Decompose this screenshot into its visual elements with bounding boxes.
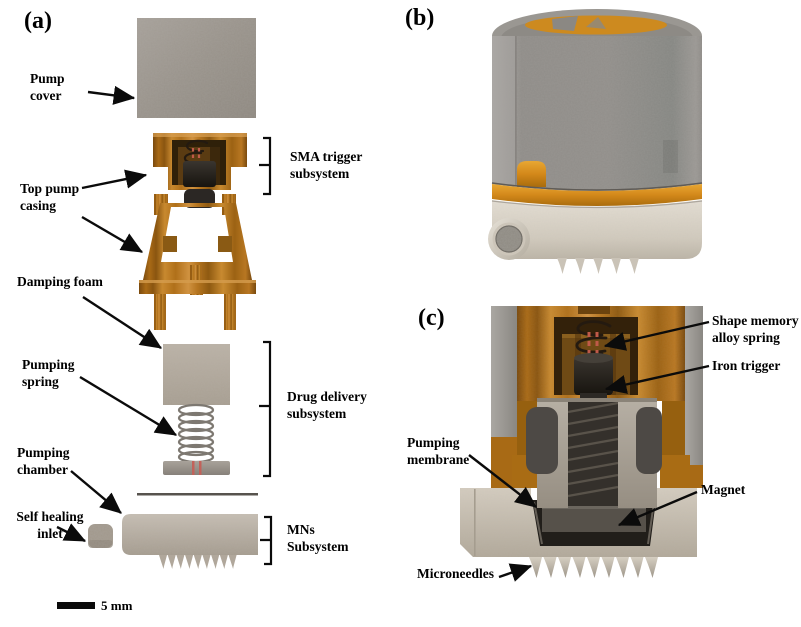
foam-right-render: [636, 407, 662, 474]
pump-cover-render: [137, 18, 256, 118]
membrane-line-render: [137, 493, 258, 496]
label-magnet: Magnet: [701, 482, 746, 497]
label-pump-cover: Pump cover: [30, 71, 65, 103]
arrow-sma-spring: [603, 320, 710, 351]
label-pumping-membrane: Pumping membrane: [407, 435, 470, 467]
label-microneedles: Microneedles: [417, 566, 494, 581]
label-pumping-spring: Pumping spring: [22, 357, 75, 389]
panel-c-render: [460, 306, 703, 578]
label-drug-delivery-subsystem: Drug delivery subsystem: [287, 389, 367, 421]
foam-left-render: [526, 407, 558, 474]
outer-wall-right-render: [685, 306, 703, 465]
microneedles-a-render: [159, 555, 237, 569]
arrow-pumping-spring: [79, 375, 178, 437]
bottom-casing-render: [139, 194, 256, 330]
panel-a-letter: (a): [24, 8, 52, 34]
arrow-microneedles: [498, 563, 533, 582]
microneedles-c-render: [529, 557, 658, 578]
arrow-damping-foam: [82, 295, 163, 350]
damping-foam-render: [163, 344, 230, 405]
microneedles-b-render: [557, 258, 639, 274]
arrow-top-casing-1: [81, 169, 148, 190]
chamber-spring-render: [567, 398, 619, 506]
sma-trigger-part-render: [153, 133, 247, 208]
arrow-pumping-membrane: [468, 454, 537, 508]
panel-c-letter: (c): [418, 305, 445, 331]
arrow-pumping-chamber: [70, 470, 122, 514]
arrows: [56, 85, 710, 582]
panel-a-renders: [57, 18, 258, 609]
scale-bar: [57, 602, 95, 609]
arrow-pump-cover: [87, 85, 136, 105]
bracket-drug-delivery: [259, 340, 272, 478]
label-pumping-chamber: Pumping chamber: [17, 445, 70, 477]
bracket-mns: [260, 515, 273, 566]
orange-band-render: [492, 184, 702, 206]
outer-wall-left-render: [491, 306, 517, 437]
label-damping-foam: Damping foam: [17, 274, 103, 289]
label-top-pump-casing: Top pump casing: [20, 181, 80, 213]
inlet-port-render: [488, 218, 530, 260]
label-sma-trigger-subsystem: SMA trigger subsystem: [290, 149, 363, 181]
panel-b-render: [488, 9, 703, 274]
arrow-top-casing-2: [81, 215, 144, 254]
scale-bar-label: 5 mm: [101, 598, 133, 613]
self-healing-inlet-render: [88, 524, 113, 548]
label-self-healing-inlet: Self healing inlet: [16, 509, 84, 541]
arrow-iron-trigger: [604, 364, 710, 394]
label-shape-memory-alloy-spring: Shape memory alloy spring: [712, 313, 799, 345]
label-iron-trigger: Iron trigger: [712, 358, 781, 373]
brackets: [259, 136, 273, 566]
spring-seat-disc-render: [163, 461, 230, 475]
pumping-spring-render: [177, 403, 215, 464]
label-mns-subsystem: MNs Subsystem: [287, 522, 349, 554]
arrow-self-healing-inlet: [56, 523, 87, 543]
orange-notch-render: [517, 161, 546, 187]
arrow-magnet: [617, 490, 698, 527]
panel-b-letter: (b): [405, 5, 435, 31]
mn-body-render: [122, 514, 258, 569]
bracket-sma-trigger: [259, 136, 272, 196]
